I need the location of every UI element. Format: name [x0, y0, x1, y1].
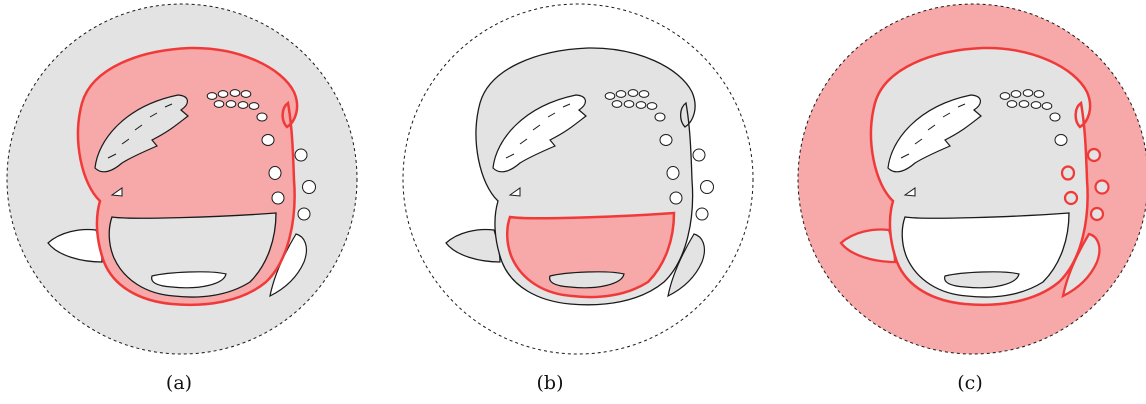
- panel-c: [798, 4, 1146, 354]
- caption-b: (b): [520, 372, 580, 394]
- panel-a: [7, 4, 357, 354]
- caption-a: (a): [149, 372, 209, 394]
- panel-b: [403, 4, 753, 354]
- caption-c: (c): [940, 372, 1000, 394]
